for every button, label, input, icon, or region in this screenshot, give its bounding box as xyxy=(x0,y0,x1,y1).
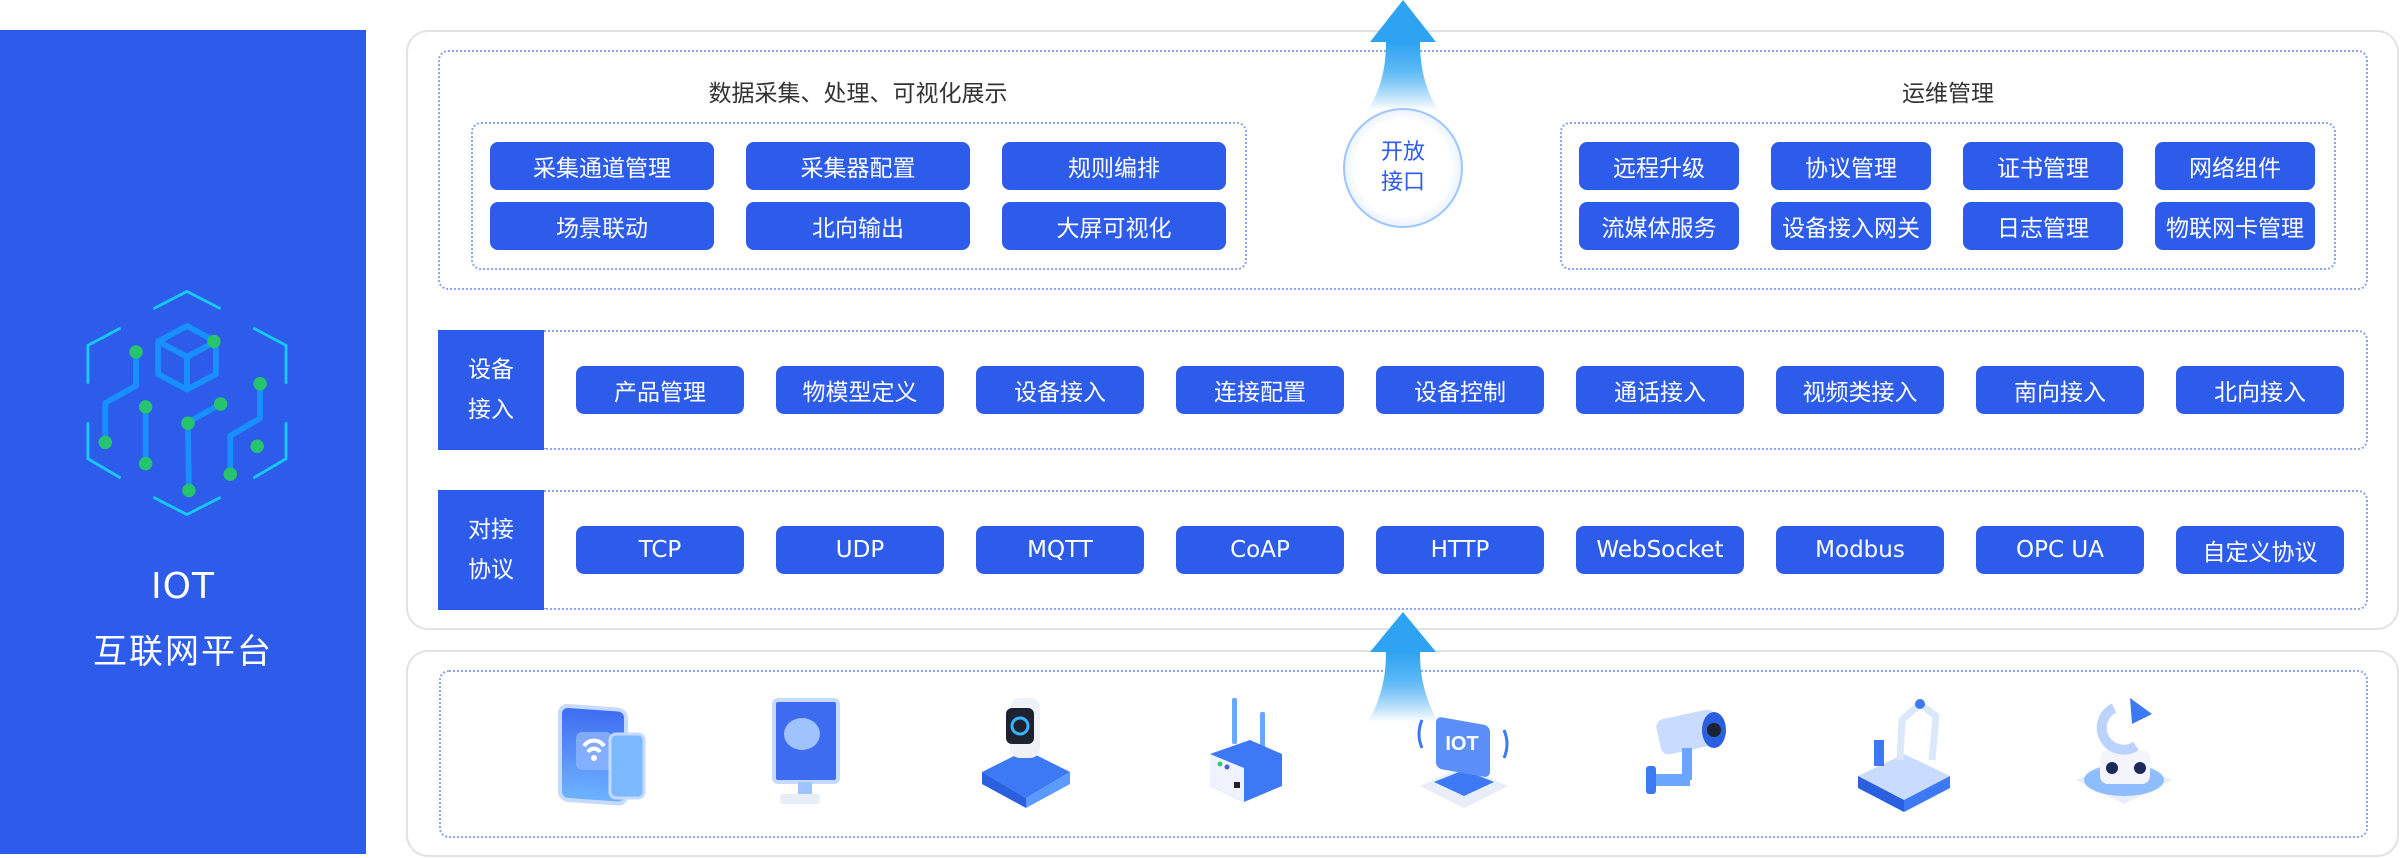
iot-signal-icon: IOT xyxy=(1417,717,1509,808)
data-item-collector-config[interactable]: 采集器配置 xyxy=(746,142,970,190)
circuit-cube-icon xyxy=(86,289,288,517)
ops-item-certificate-management[interactable]: 证书管理 xyxy=(1963,142,2123,190)
ops-item-iot-card-management[interactable]: 物联网卡管理 xyxy=(2155,202,2315,250)
protocol-custom[interactable]: 自定义协议 xyxy=(2176,526,2344,574)
device-item-southbound-access[interactable]: 南向接入 xyxy=(1976,366,2144,414)
robot-arm-icon xyxy=(1858,699,1950,812)
device-item-device-access[interactable]: 设备接入 xyxy=(976,366,1144,414)
device-access-label: 设备 接入 xyxy=(438,330,544,450)
ops-item-network-component[interactable]: 网络组件 xyxy=(2155,142,2315,190)
protocols-row xyxy=(544,490,2368,610)
device-access-label-line2: 接入 xyxy=(468,397,514,423)
device-item-northbound-access[interactable]: 北向接入 xyxy=(2176,366,2344,414)
protocol-tcp[interactable]: TCP xyxy=(576,526,744,574)
protocols-label-line1: 对接 xyxy=(468,517,514,543)
open-interface-line1: 开放 xyxy=(1380,140,1425,165)
protocol-modbus[interactable]: Modbus xyxy=(1776,526,1944,574)
monitor-brain-icon xyxy=(772,698,840,804)
platform-title-cn: 互联网平台 xyxy=(93,632,273,672)
protocol-http[interactable]: HTTP xyxy=(1376,526,1544,574)
device-item-product-management[interactable]: 产品管理 xyxy=(576,366,744,414)
tablet-phone-wifi-icon xyxy=(558,703,646,806)
platform-title-en: IOT xyxy=(151,566,215,607)
up-arrow-icon xyxy=(1368,612,1438,722)
ops-item-log-management[interactable]: 日志管理 xyxy=(1963,202,2123,250)
ops-item-remote-upgrade[interactable]: 远程升级 xyxy=(1579,142,1739,190)
data-item-big-screen[interactable]: 大屏可视化 xyxy=(1002,202,1226,250)
protocol-mqtt[interactable]: MQTT xyxy=(976,526,1144,574)
data-item-rule-orchestration[interactable]: 规则编排 xyxy=(1002,142,1226,190)
router-icon xyxy=(1210,698,1282,802)
ops-group-title: 运维管理 xyxy=(1902,81,1994,107)
svg-text:IOT: IOT xyxy=(1445,733,1478,755)
sync-device-icon xyxy=(2076,698,2172,804)
platform-sidebar: IOT 互联网平台 xyxy=(0,30,366,854)
data-group-box xyxy=(471,122,1247,270)
cctv-camera-icon xyxy=(1646,709,1726,794)
open-interface-line2: 接口 xyxy=(1380,170,1425,195)
data-item-northbound-output[interactable]: 北向输出 xyxy=(746,202,970,250)
protocols-label-line2: 协议 xyxy=(468,557,514,583)
open-interface-badge: 开放 接口 xyxy=(1343,108,1463,228)
protocols-label: 对接 协议 xyxy=(438,490,544,610)
device-item-device-control[interactable]: 设备控制 xyxy=(1376,366,1544,414)
device-item-video-access[interactable]: 视频类接入 xyxy=(1776,366,1944,414)
ops-item-access-gateway[interactable]: 设备接入网关 xyxy=(1771,202,1931,250)
device-item-thing-model[interactable]: 物模型定义 xyxy=(776,366,944,414)
protocol-udp[interactable]: UDP xyxy=(776,526,944,574)
ops-item-protocol-management[interactable]: 协议管理 xyxy=(1771,142,1931,190)
device-item-call-access[interactable]: 通话接入 xyxy=(1576,366,1744,414)
up-arrow-icon xyxy=(1368,0,1438,110)
data-group-title: 数据采集、处理、可视化展示 xyxy=(708,81,1008,107)
device-item-connection-config[interactable]: 连接配置 xyxy=(1176,366,1344,414)
device-access-row xyxy=(544,330,2368,450)
smartwatch-icon xyxy=(982,698,1070,808)
ops-group-box xyxy=(1560,122,2336,270)
protocol-websocket[interactable]: WebSocket xyxy=(1576,526,1744,574)
data-item-scene-linkage[interactable]: 场景联动 xyxy=(490,202,714,250)
protocol-opc-ua[interactable]: OPC UA xyxy=(1976,526,2144,574)
protocol-coap[interactable]: CoAP xyxy=(1176,526,1344,574)
data-item-channel-management[interactable]: 采集通道管理 xyxy=(490,142,714,190)
ops-item-streaming-service[interactable]: 流媒体服务 xyxy=(1579,202,1739,250)
device-access-label-line1: 设备 xyxy=(468,357,514,383)
